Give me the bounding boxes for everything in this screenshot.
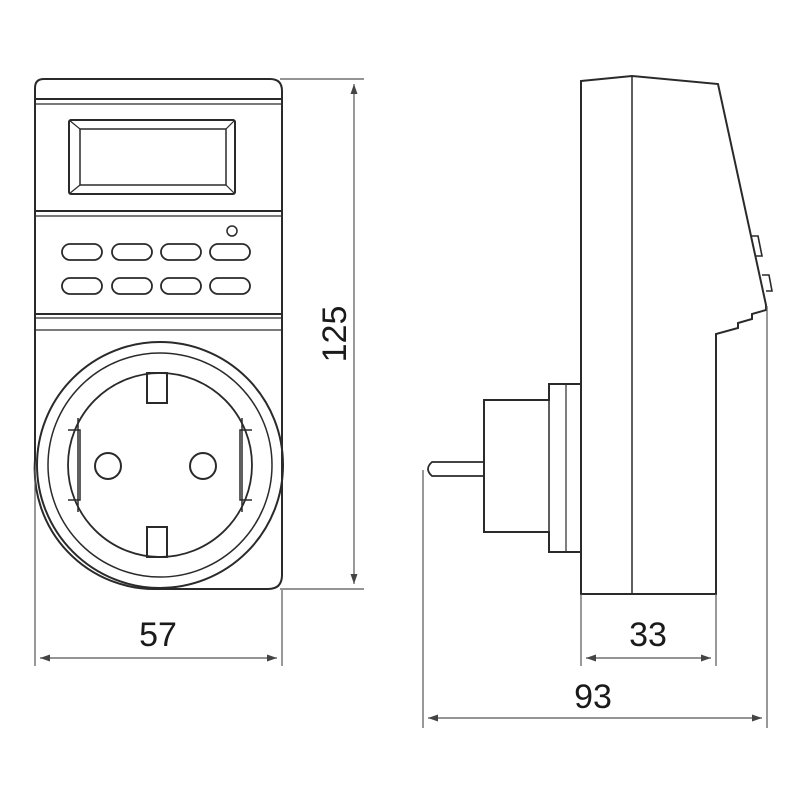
key-button (209, 277, 251, 295)
keypad-buttons (61, 243, 251, 295)
side-button-bottom (762, 274, 773, 292)
plug-adapter-outline (483, 383, 581, 553)
dimension-depth-body-label: 33 (629, 616, 667, 654)
key-button (209, 243, 251, 261)
socket-outlet (36, 341, 284, 589)
front-body-outline (33, 78, 283, 591)
key-button (61, 277, 103, 295)
key-button (111, 277, 153, 295)
led-indicator-icon (226, 225, 238, 237)
pin-hole-left (94, 452, 122, 480)
side-button-top (751, 235, 763, 257)
key-button (160, 243, 202, 261)
dimension-depth-body (580, 594, 717, 666)
dimension-width (34, 470, 283, 666)
side-view (427, 74, 773, 595)
pin-hole-right (189, 452, 217, 480)
key-button (111, 243, 153, 261)
dimension-height-label: 125 (316, 306, 354, 363)
dimension-height (280, 78, 364, 590)
key-button (160, 277, 202, 295)
earth-clip-top (146, 372, 168, 404)
key-button (61, 243, 103, 261)
dimension-depth-total (422, 306, 768, 728)
side-recess-right-detail (239, 429, 252, 501)
side-body-outline (580, 74, 767, 595)
front-view (33, 78, 284, 591)
side-recess-left-detail (68, 429, 81, 501)
lcd-display (68, 119, 236, 195)
dimension-depth-total-label: 93 (574, 678, 612, 716)
earth-clip-bottom (146, 526, 168, 558)
dimension-width-label: 57 (139, 616, 177, 654)
plug-pin (427, 461, 484, 477)
